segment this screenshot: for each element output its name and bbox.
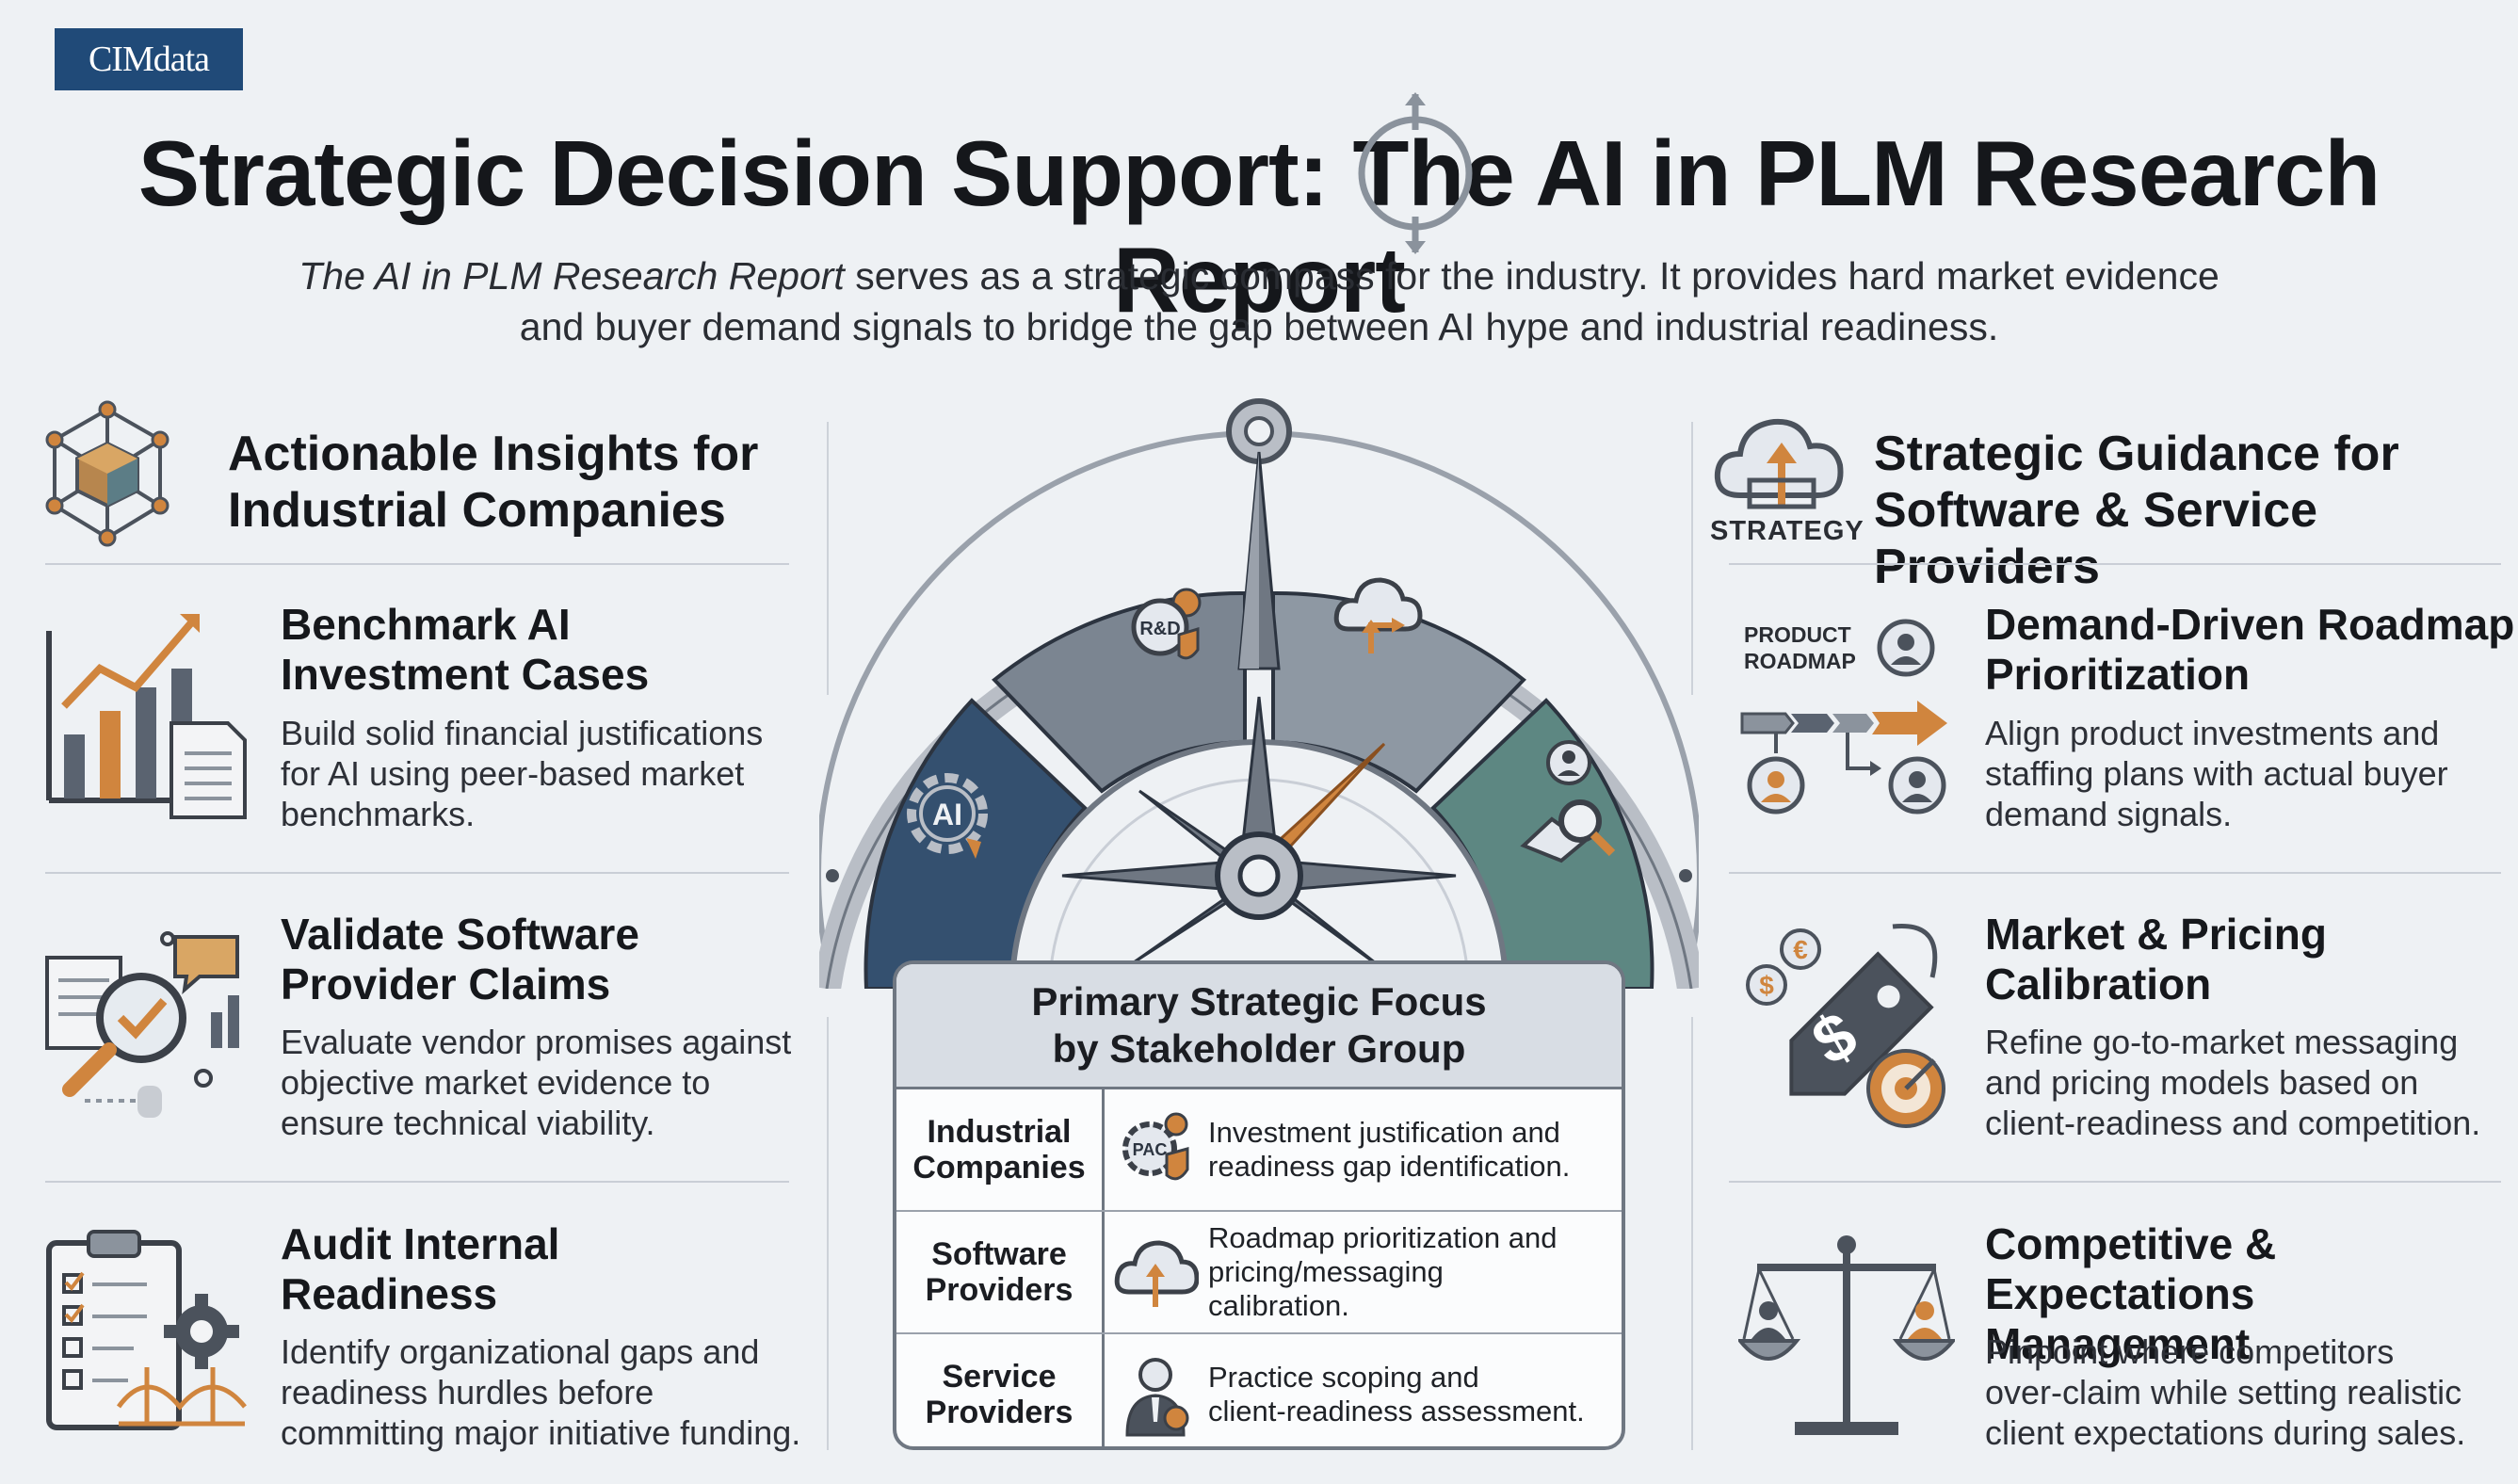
handshake-search-icon [1520, 740, 1616, 863]
column-divider [827, 422, 829, 695]
pac-gear-shield-icon: PAC [1122, 1112, 1189, 1181]
item-divider [1729, 1181, 2501, 1183]
network-hexagon-icon [45, 400, 169, 547]
strategy-label: STRATEGY [1710, 516, 1864, 546]
compass-graphic: R&D AI [819, 398, 1699, 989]
page-title: Strategic Decision Support: The AI in PL… [137, 121, 2381, 331]
section-divider [45, 563, 789, 565]
svg-text:PAC: PAC [1133, 1140, 1168, 1159]
item-divider [45, 1181, 789, 1183]
svg-text:R&D: R&D [1139, 619, 1180, 639]
svg-text:€: € [1793, 935, 1808, 964]
bar-chart-document-icon [46, 614, 247, 819]
magnifier-check-icon [45, 931, 239, 1118]
left-section-heading: Actionable Insights for Industrial Compa… [228, 427, 759, 538]
roadmap-arrow-people-icon [1740, 619, 1947, 815]
subtitle-italic: The AI in PLM Research Report [299, 254, 845, 298]
strategy-cloud-icon [1714, 418, 1844, 509]
consultant-person-icon [1125, 1358, 1189, 1437]
price-tag-target-icon: € $ $ [1746, 923, 1945, 1128]
column-divider [827, 1017, 829, 1450]
item-divider [1729, 872, 2501, 874]
cloud-upload-icon [1333, 577, 1423, 653]
cimdata-logo: CIMdata [55, 28, 243, 90]
stakeholder-focus-table: Primary Strategic Focus by Stakeholder G… [893, 960, 1625, 1450]
section-divider [1729, 563, 2501, 565]
balance-scale-icon [1738, 1235, 1955, 1435]
svg-text:$: $ [1759, 971, 1774, 1000]
subtitle: The AI in PLM Research Report serves as … [0, 250, 2518, 352]
svg-text:AI: AI [932, 798, 962, 831]
column-divider [1691, 422, 1693, 695]
column-divider [1691, 1017, 1693, 1450]
item-divider [45, 872, 789, 874]
right-section-heading: Strategic Guidance for Software & Servic… [1874, 427, 2399, 594]
panel-heading: Primary Strategic Focus by Stakeholder G… [896, 964, 1622, 1089]
right-item-3-title: Competitive &Expectations Management [1985, 1219, 2277, 1368]
target-icon [1358, 92, 1473, 254]
subtitle-line2: and buyer demand signals to bridge the g… [519, 305, 1999, 348]
cloud-upload-icon [1114, 1240, 1199, 1307]
ai-gear-icon: AI [907, 773, 988, 859]
subtitle-line1: serves as a strategic compass for the in… [844, 254, 2219, 298]
rnd-shield-gear-icon: R&D [1131, 588, 1202, 660]
clipboard-gear-bridge-icon [46, 1230, 247, 1430]
